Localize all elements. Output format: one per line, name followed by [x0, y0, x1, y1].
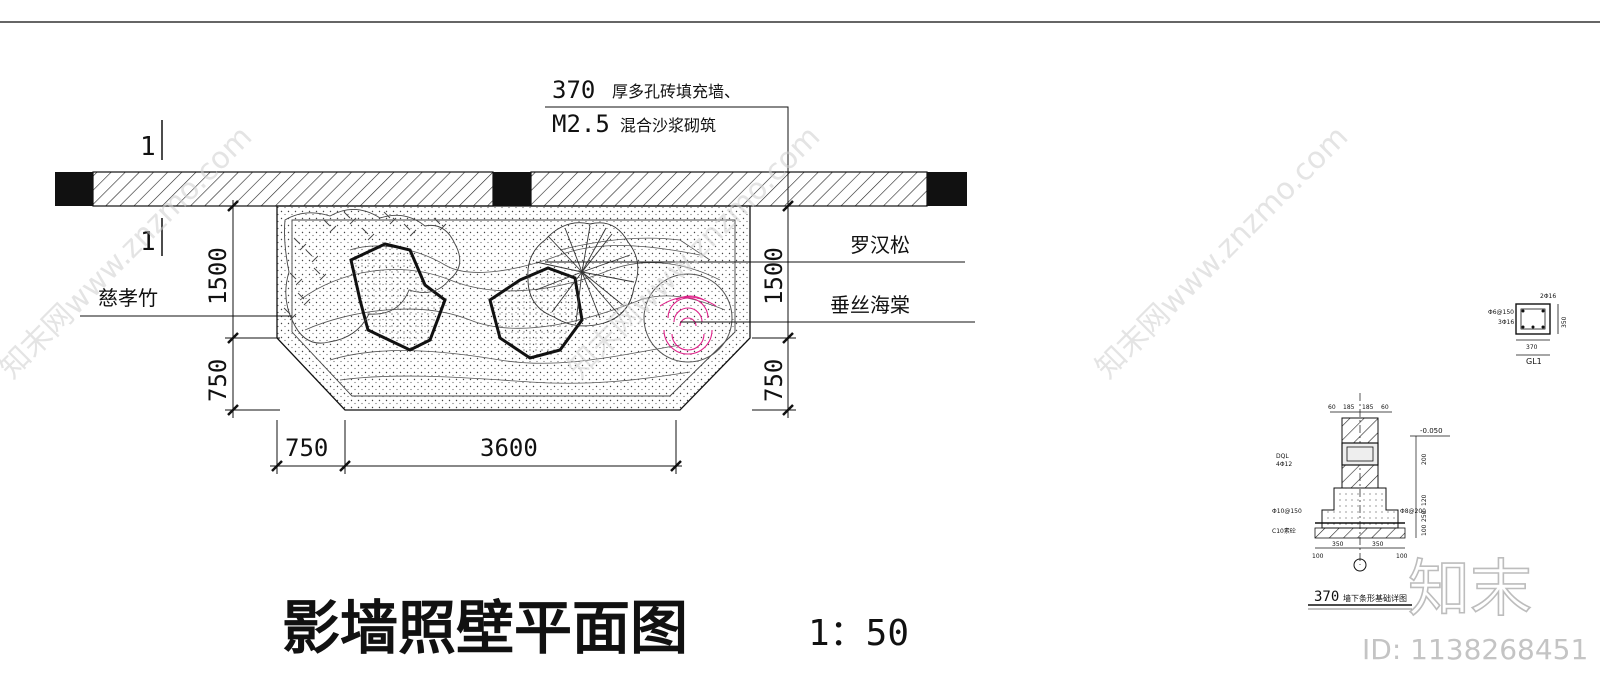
fdn-dim-bottom-1: 350 [1332, 541, 1344, 548]
annotation-line2-text: 混合沙浆砌筑 [620, 116, 716, 135]
wall-column-middle [493, 172, 531, 206]
annotation-line1-number: 370 [552, 76, 595, 104]
section-mark-top: 1 [140, 120, 163, 162]
fdn-dim-bottom-4: 100 [1396, 553, 1408, 560]
dim-bottom-main: 3600 [480, 434, 538, 462]
fdn-note-right: Φ8@200 [1400, 508, 1426, 515]
drawing-scale: 1：50 [808, 613, 909, 654]
watermark-site-3: 知末网www.znzmo.com [1089, 119, 1355, 385]
fdn-note-left: Φ10@150 [1272, 508, 1302, 515]
podocarpus-tree [527, 222, 639, 327]
fdn-dim-top-3: 185 [1362, 404, 1374, 411]
section-mark-bottom: 1 [140, 218, 163, 257]
fdn-note-bedding: C10素砼 [1272, 527, 1296, 535]
label-pine: 罗汉松 [850, 233, 910, 257]
fdn-dim-top-4: 60 [1381, 404, 1389, 411]
gl-dim-stirrup: Φ6@150 [1488, 309, 1514, 316]
foundation-caption-number: 370 [1314, 589, 1339, 605]
dim-right-top: 1500 [760, 247, 788, 305]
detail-foundation: 60 185 185 60 350 350 100 100 -0.050 200… [1272, 393, 1450, 610]
fdn-level-3: 250 [1421, 510, 1428, 522]
fdn-dim-top-2: 185 [1343, 404, 1355, 411]
annotation-line1-text: 厚多孔砖填充墙、 [612, 82, 740, 101]
svg-text:1: 1 [140, 227, 156, 257]
gl-dim-height: 350 [1561, 316, 1568, 328]
fdn-level-2: 120 [1421, 494, 1428, 506]
label-bamboo: 慈孝竹 [98, 286, 158, 310]
fdn-dim-bottom-3: 100 [1312, 553, 1324, 560]
fdn-level-1: 200 [1421, 453, 1428, 465]
wall-column-right [927, 172, 967, 206]
watermark-id: ID: 1138268451 [1362, 633, 1588, 666]
plan-view: 慈孝竹 罗汉松 垂丝海棠 370 厚多孔砖填充墙、 M2.5 混合沙浆砌筑 1 … [55, 76, 975, 474]
wall-column-left [55, 172, 93, 206]
annotation-line2-number: M2.5 [552, 110, 610, 138]
gl-dim-width: 370 [1526, 344, 1538, 351]
dimension-lines [225, 200, 796, 474]
rock-middle [488, 266, 584, 360]
fdn-note-bars: 4Φ12 [1276, 461, 1292, 468]
crabapple-tree [643, 273, 733, 363]
bamboo-cluster [283, 209, 461, 344]
svg-text:1: 1 [140, 132, 156, 162]
fdn-dim-bottom-2: 350 [1372, 541, 1384, 548]
detail-gl1: 2Φ16 Φ6@150 3Φ16 370 350 GL1 [1488, 293, 1568, 366]
foundation-caption-text: 墙下条形基础详图 [1343, 593, 1407, 603]
fdn-level-top: -0.050 [1420, 427, 1443, 435]
label-leaders [80, 106, 975, 323]
drawing-title: 影墙照壁平面图 [282, 594, 688, 662]
fdn-note-beam: DQL [1276, 453, 1289, 460]
rock-left [349, 242, 447, 352]
watermark-logo: 知末 [1408, 552, 1532, 625]
dim-left-top: 1500 [204, 247, 232, 305]
dim-bottom-left: 750 [285, 434, 328, 462]
wall-annotation: 370 厚多孔砖填充墙、 M2.5 混合沙浆砌筑 [552, 76, 740, 138]
label-crabapple: 垂丝海棠 [830, 293, 910, 317]
gl-dim-top: 2Φ16 [1540, 293, 1556, 300]
planter-bed [276, 205, 751, 411]
dim-left-bottom: 750 [204, 359, 232, 402]
gl-dim-bottom-bars: 3Φ16 [1498, 319, 1514, 326]
fdn-dim-top-1: 60 [1328, 404, 1336, 411]
gl-label: GL1 [1526, 357, 1542, 366]
fdn-level-4: 100 [1421, 524, 1428, 536]
dim-right-bottom: 750 [760, 359, 788, 402]
